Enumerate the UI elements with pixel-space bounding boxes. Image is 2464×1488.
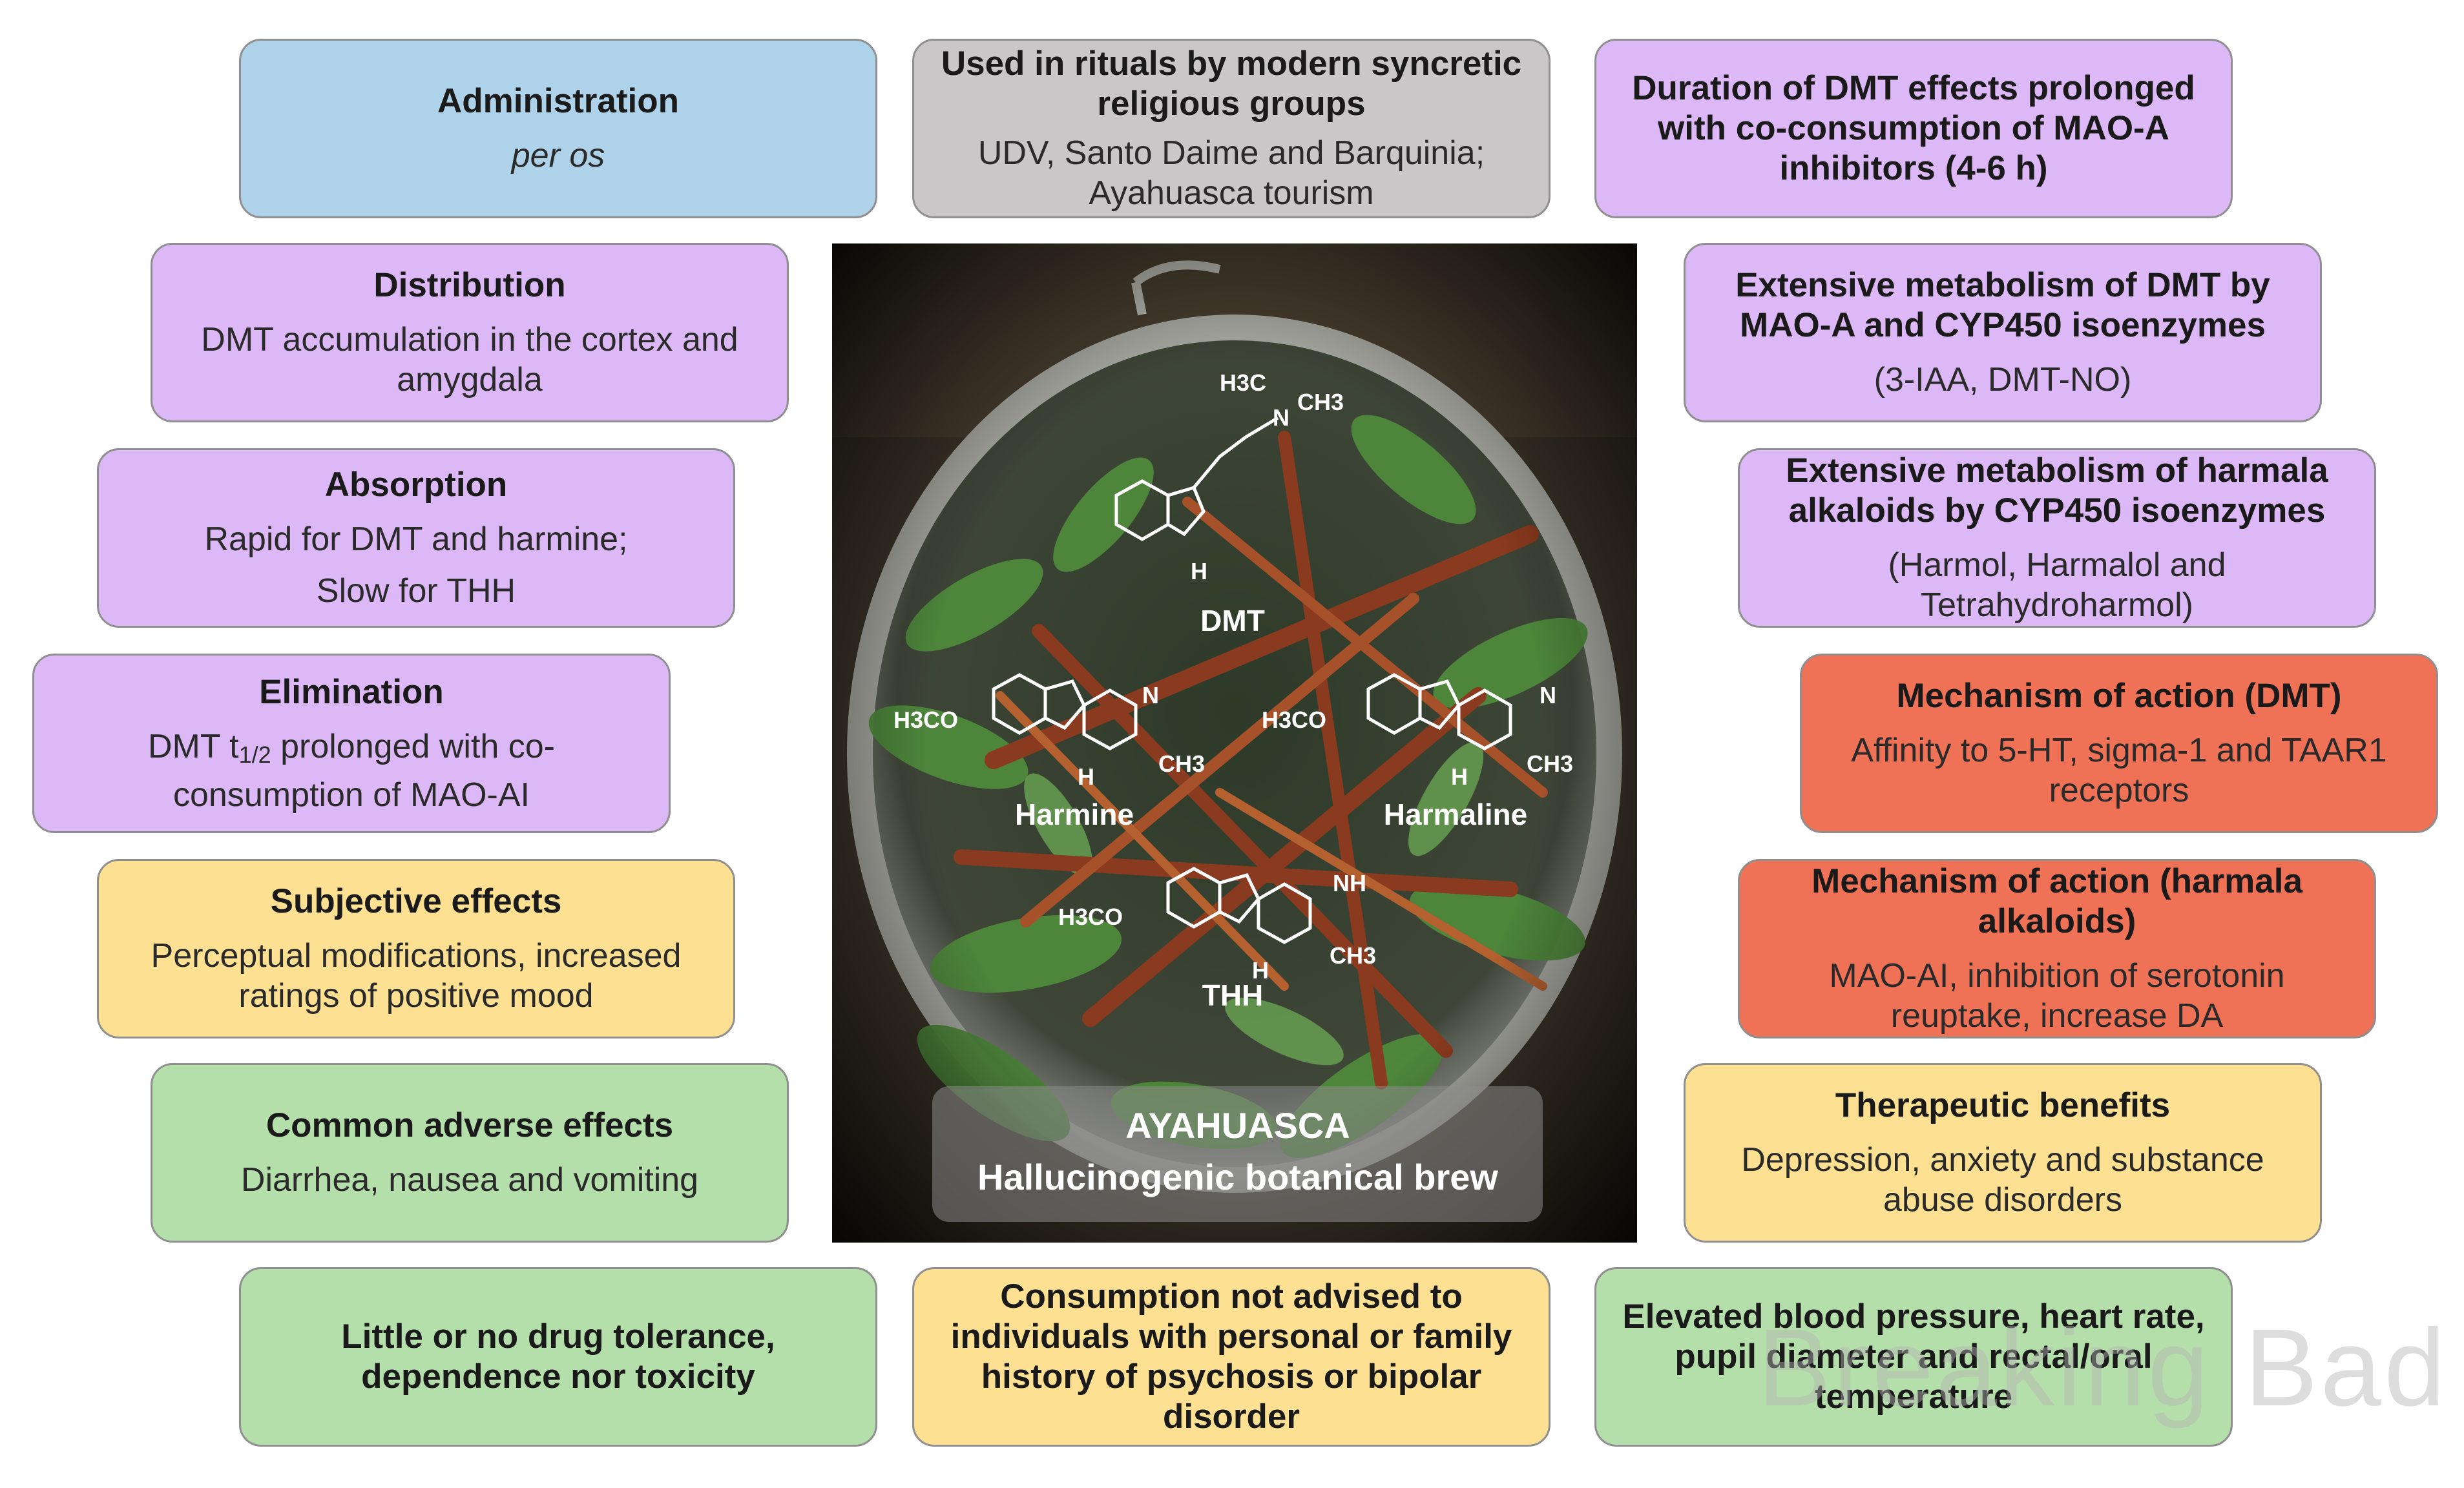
watermark: Breaking Bad bbox=[1757, 1307, 2448, 1429]
tolerance-title: Little or no drug tolerance, dependence … bbox=[341, 1318, 775, 1396]
consumption-box: Consumption not advised to individuals w… bbox=[912, 1267, 1550, 1447]
molecule-structures bbox=[992, 416, 1512, 944]
therapeutic-benefits-body: Depression, anxiety and substance abuse … bbox=[1741, 1141, 2264, 1219]
metabolism-dmt-body: (3-IAA, DMT-NO) bbox=[1874, 361, 2132, 398]
absorption-body-2: Slow for THH bbox=[316, 572, 516, 610]
consumption-title: Consumption not advised to individuals w… bbox=[950, 1277, 1512, 1436]
atom-h3co-harmaline: H3CO bbox=[1262, 707, 1326, 733]
elimination-title: Elimination bbox=[259, 672, 444, 711]
atom-n-harmaline: N bbox=[1540, 682, 1556, 708]
subjective-effects-title: Subjective effects bbox=[270, 882, 562, 920]
atom-n-dmt: N bbox=[1273, 404, 1289, 431]
atom-h3c-dmt: H3C bbox=[1220, 369, 1266, 396]
metabolism-dmt-title: Extensive metabolism of DMT by MAO-A and… bbox=[1735, 266, 2270, 344]
atom-ch3-dmt: CH3 bbox=[1297, 389, 1344, 415]
dmt-molecule-label: DMT bbox=[1200, 604, 1265, 637]
atom-h3co-thh: H3CO bbox=[1058, 904, 1123, 930]
absorption-body-1: Rapid for DMT and harmine; bbox=[204, 521, 628, 558]
subjective-effects-body: Perceptual modifications, increased rati… bbox=[151, 937, 682, 1015]
elimination-body: DMT t1/2 prolonged with co-consumption o… bbox=[56, 727, 647, 815]
rituals-title: Used in rituals by modern syncretic reli… bbox=[941, 45, 1522, 123]
adverse-effects-body: Diarrhea, nausea and vomiting bbox=[240, 1161, 699, 1199]
absorption-title: Absorption bbox=[324, 466, 508, 504]
elimination-body-pre: DMT t bbox=[148, 727, 239, 765]
elimination-body-post: prolonged with co-consumption of MAO-AI bbox=[173, 727, 555, 814]
distribution-title: Distribution bbox=[373, 266, 566, 304]
harmine-molecule-label: Harmine bbox=[1015, 798, 1134, 831]
tolerance-box: Little or no drug tolerance, dependence … bbox=[239, 1267, 877, 1447]
metabolism-dmt-box: Extensive metabolism of DMT by MAO-A and… bbox=[1684, 243, 2322, 422]
atom-ch3-harmine: CH3 bbox=[1158, 750, 1205, 777]
metabolism-harmala-title: Extensive metabolism of harmala alkaloid… bbox=[1786, 451, 2328, 530]
rituals-box: Used in rituals by modern syncretic reli… bbox=[912, 39, 1550, 218]
caption-background bbox=[932, 1086, 1543, 1222]
thh-molecule-label: THH bbox=[1202, 978, 1264, 1012]
adverse-effects-title: Common adverse effects bbox=[266, 1106, 674, 1144]
rituals-body: UDV, Santo Daime and Barquinia; Ayahuasc… bbox=[977, 134, 1485, 212]
therapeutic-benefits-title: Therapeutic benefits bbox=[1835, 1086, 2171, 1124]
mechanism-dmt-title: Mechanism of action (DMT) bbox=[1896, 677, 2342, 715]
therapeutic-benefits-box: Therapeutic benefits Depression, anxiety… bbox=[1684, 1063, 2322, 1243]
elimination-body-sub: 1/2 bbox=[238, 741, 271, 768]
administration-body: per os bbox=[511, 137, 605, 174]
administration-title: Administration bbox=[437, 82, 679, 120]
atom-h-dmt: H bbox=[1191, 558, 1207, 584]
distribution-body: DMT accumulation in the cortex and amygd… bbox=[201, 321, 738, 398]
harmaline-molecule-label: Harmaline bbox=[1384, 798, 1527, 831]
ayahuasca-photo: H3C N CH3 H H3CO N H CH3 H3CO N H CH3 H3… bbox=[832, 243, 1637, 1243]
mechanism-dmt-box: Mechanism of action (DMT) Affinity to 5-… bbox=[1800, 654, 2438, 833]
caption-title: AYAHUASCA bbox=[1125, 1105, 1350, 1146]
atom-nh-thh: NH bbox=[1333, 870, 1366, 896]
subjective-effects-box: Subjective effects Perceptual modificati… bbox=[97, 859, 735, 1038]
atom-h-thh: H bbox=[1252, 957, 1269, 984]
distribution-box: Distribution DMT accumulation in the cor… bbox=[151, 243, 789, 422]
atom-h-harmine: H bbox=[1078, 763, 1094, 790]
atom-n-harmine: N bbox=[1142, 682, 1159, 708]
elimination-box: Elimination DMT t1/2 prolonged with co-c… bbox=[32, 654, 671, 833]
metabolism-harmala-box: Extensive metabolism of harmala alkaloid… bbox=[1738, 448, 2376, 628]
atom-ch3-thh: CH3 bbox=[1330, 942, 1376, 969]
adverse-effects-box: Common adverse effects Diarrhea, nausea … bbox=[151, 1063, 789, 1243]
administration-box: Administration per os bbox=[239, 39, 877, 218]
atom-h-harmaline: H bbox=[1451, 763, 1468, 790]
absorption-box: Absorption Rapid for DMT and harmine; Sl… bbox=[97, 448, 735, 628]
metabolism-harmala-body: (Harmol, Harmalol and Tetrahydroharmol) bbox=[1888, 546, 2226, 624]
caption-subtitle: Hallucinogenic botanical brew bbox=[977, 1157, 1498, 1197]
elevated-title: Elevated blood pressure, heart rate, pup… bbox=[1622, 1297, 2205, 1416]
mechanism-harmala-box: Mechanism of action (harmala alkaloids) … bbox=[1738, 859, 2376, 1038]
elevated-box: Elevated blood pressure, heart rate, pup… bbox=[1594, 1267, 2233, 1447]
mechanism-harmala-body: MAO-AI, inhibition of serotonin reuptake… bbox=[1829, 957, 2285, 1035]
mechanism-dmt-body: Affinity to 5-HT, sigma-1 and TAAR1 rece… bbox=[1851, 732, 2387, 809]
duration-box: Duration of DMT effects prolonged with c… bbox=[1594, 39, 2233, 218]
duration-title: Duration of DMT effects prolonged with c… bbox=[1632, 69, 2195, 187]
atom-h3co-harmine: H3CO bbox=[893, 707, 958, 733]
atom-ch3-harmaline: CH3 bbox=[1527, 750, 1573, 777]
mechanism-harmala-title: Mechanism of action (harmala alkaloids) bbox=[1811, 862, 2302, 940]
